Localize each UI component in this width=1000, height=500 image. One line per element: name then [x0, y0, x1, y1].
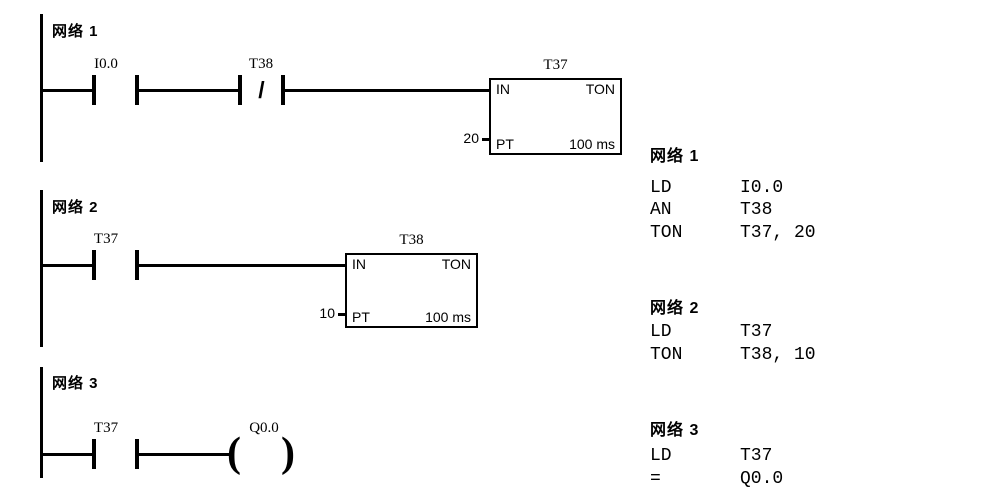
stl-block3-title: 网络 3	[650, 422, 700, 439]
contact-bar	[135, 250, 139, 280]
stl-block1-title: 网络 1	[650, 148, 700, 165]
network1-title: 网络 1	[52, 23, 99, 40]
timer2-preset-label: PT	[352, 309, 370, 325]
wire	[139, 89, 238, 92]
timer2-type-label: TON	[441, 256, 471, 272]
timer1-input-label: IN	[496, 81, 510, 97]
network2-title: 网络 2	[52, 199, 99, 216]
timer1-type-label: TON	[585, 81, 615, 97]
normally-closed-slash: /	[258, 77, 265, 103]
wire	[139, 453, 232, 456]
timer2-preset-value: 10	[319, 305, 335, 321]
timer1-timebase-label: 100 ms	[569, 136, 615, 152]
stl-opcode: =	[650, 469, 661, 489]
wire	[42, 453, 92, 456]
stl-opcode: LD	[650, 322, 672, 342]
wire	[42, 264, 92, 267]
timer-block-t38: IN TON PT 100 ms	[345, 253, 478, 328]
contact-bar	[92, 250, 96, 280]
contact-bar	[135, 75, 139, 105]
contact-bar	[135, 439, 139, 469]
timer2-timebase-label: 100 ms	[425, 309, 471, 325]
contact-bar	[92, 75, 96, 105]
preset-tick	[482, 138, 489, 141]
timer2-tag: T38	[399, 232, 424, 248]
stl-operand: I0.0	[740, 178, 784, 198]
stl-operand: Q0.0	[740, 469, 784, 489]
contact-label-t37: T37	[93, 420, 119, 436]
contact-bar	[92, 439, 96, 469]
power-rail-network1	[40, 14, 43, 162]
stl-operand: T37	[740, 446, 773, 466]
timer1-preset-value: 20	[463, 130, 479, 146]
power-rail-network3	[40, 367, 43, 478]
stl-opcode: LD	[650, 178, 672, 198]
timer1-tag: T37	[543, 57, 568, 73]
network3-title: 网络 3	[52, 375, 99, 392]
contact-bar	[281, 75, 285, 105]
wire	[139, 264, 345, 267]
contact-bar	[238, 75, 242, 105]
timer2-input-label: IN	[352, 256, 366, 272]
stl-block2-title: 网络 2	[650, 300, 700, 317]
stl-operand: T38	[740, 200, 773, 220]
stl-operand: T37, 20	[740, 223, 816, 243]
coil-label-q00: Q0.0	[249, 420, 279, 436]
stl-opcode: AN	[650, 200, 672, 220]
stl-opcode: TON	[650, 223, 683, 243]
timer1-preset-label: PT	[496, 136, 514, 152]
stl-opcode: LD	[650, 446, 672, 466]
wire	[42, 89, 92, 92]
stl-operand: T38, 10	[740, 345, 816, 365]
stl-operand: T37	[740, 322, 773, 342]
wire	[285, 89, 489, 92]
power-rail-network2	[40, 190, 43, 347]
stl-opcode: TON	[650, 345, 683, 365]
contact-label-t37: T37	[93, 231, 119, 247]
timer-block-t37: IN TON PT 100 ms	[489, 78, 622, 155]
preset-tick	[338, 313, 345, 316]
coil-close-paren: )	[281, 430, 295, 476]
contact-label-i00: I0.0	[94, 56, 118, 72]
coil-open-paren: (	[227, 430, 241, 476]
contact-label-t38: T38	[248, 56, 274, 72]
